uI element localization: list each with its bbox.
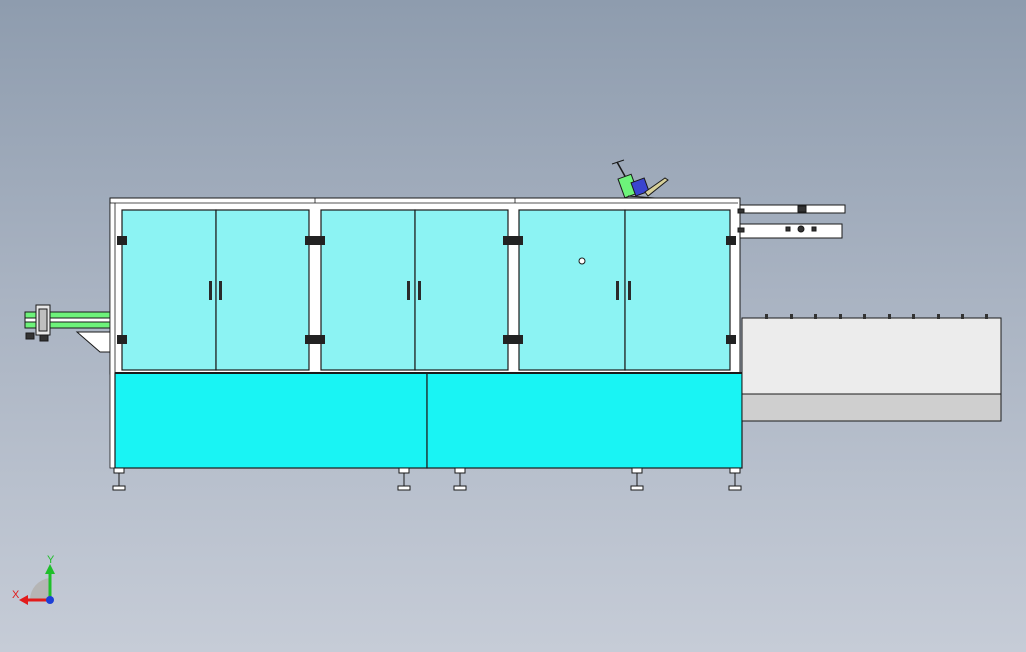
- leveling-feet: [112, 467, 742, 491]
- lower-cabinet[interactable]: [114, 372, 743, 469]
- outfeed-table[interactable]: [741, 314, 1002, 422]
- triad-axes: [19, 564, 55, 605]
- door-lock: [578, 257, 586, 265]
- door-section-2[interactable]: [320, 209, 509, 371]
- triad-y-label: Y: [47, 554, 55, 566]
- door-section-1[interactable]: [121, 209, 310, 371]
- door-section-3[interactable]: [518, 209, 731, 371]
- door-handles: [209, 281, 631, 300]
- door-hinges: [117, 236, 736, 344]
- top-mechanism[interactable]: [611, 159, 669, 199]
- infeed-conveyor[interactable]: [24, 304, 111, 353]
- right-guide-arms[interactable]: [737, 204, 846, 239]
- triad-x-label: X: [12, 589, 20, 601]
